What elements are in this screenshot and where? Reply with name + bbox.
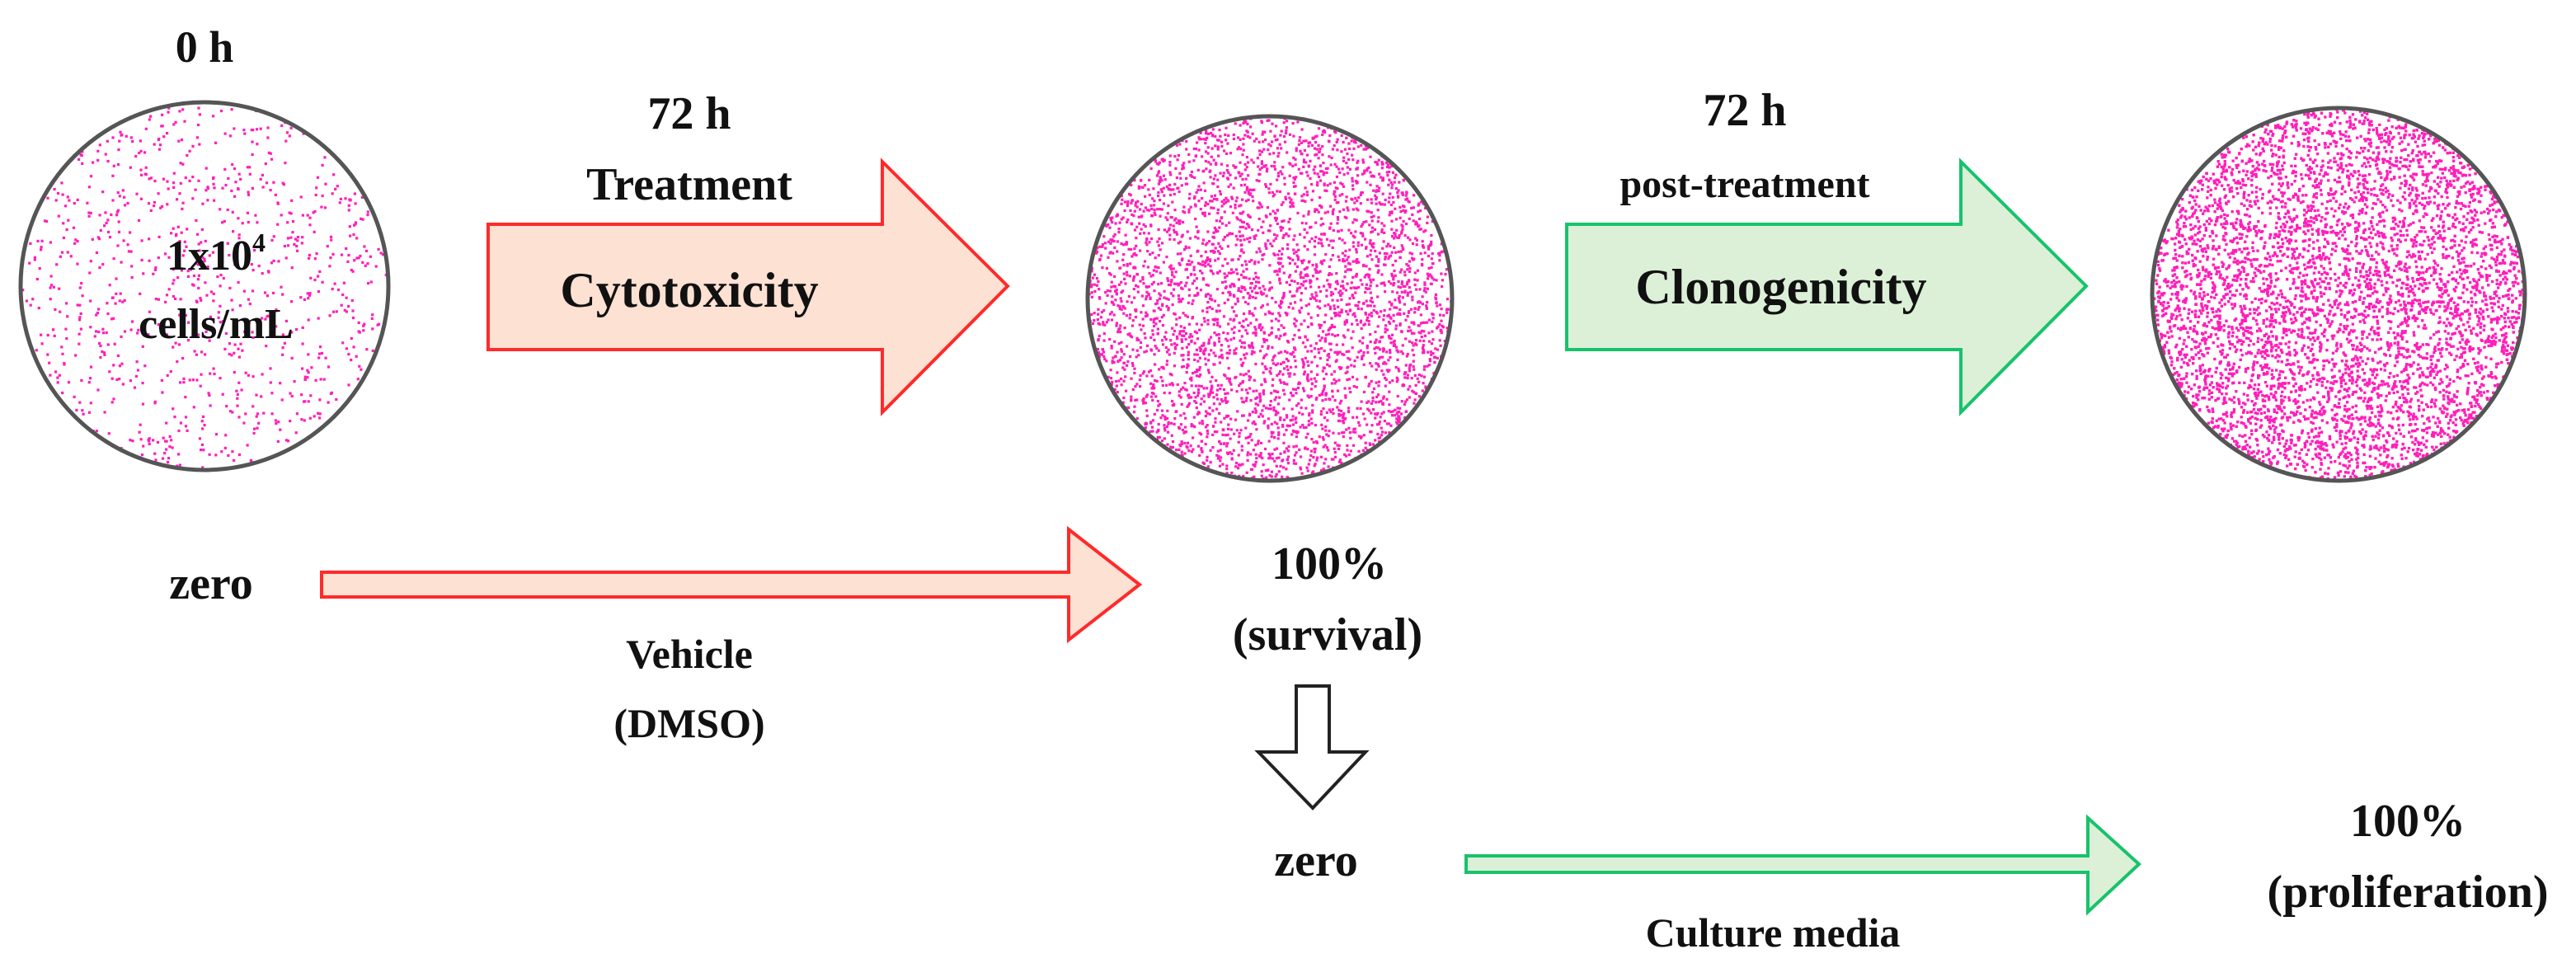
- dish-outline: [18, 100, 391, 472]
- seeding-unit-label: cells/mL: [139, 301, 294, 348]
- start-time-label: 0 h: [175, 22, 234, 72]
- cytotoxicity-label: Cytotoxicity: [560, 263, 819, 317]
- cell-dots-medium: [1088, 117, 1452, 481]
- survival-label: (survival): [1232, 609, 1423, 660]
- cytotoxicity-arrow: [487, 157, 1010, 416]
- dish-after-treatment: [1085, 114, 1455, 483]
- cell-dots-dense: [2153, 108, 2525, 481]
- post-treatment-label: post-treatment: [1619, 162, 1870, 206]
- dish-outline: [1085, 114, 1455, 483]
- seeding-density-label: 1x104: [167, 229, 266, 278]
- vehicle-dmso-label: (DMSO): [613, 700, 765, 746]
- treatment-label: Treatment: [586, 159, 792, 210]
- clonogenicity-label: Clonogenicity: [1635, 260, 1927, 314]
- post-treatment-time-label: 72 h: [1703, 85, 1787, 136]
- dish-after-recovery: [2150, 106, 2527, 483]
- seeding-density-value: 1x10: [167, 233, 252, 280]
- vehicle-arrow: [320, 525, 1143, 644]
- proliferation-percent: 100%: [2350, 796, 2466, 847]
- vehicle-start-label: zero: [169, 558, 253, 609]
- clonogenicity-arrow: [1565, 157, 2089, 416]
- dish-outline: [2150, 106, 2527, 483]
- vehicle-label: Vehicle: [626, 631, 753, 677]
- culture-media-label: Culture media: [1645, 909, 1901, 956]
- dish-seeding: [18, 100, 391, 472]
- treatment-time-label: 72 h: [647, 88, 731, 139]
- seeding-density-exponent: 4: [252, 228, 266, 257]
- down-arrow: [1254, 684, 1370, 811]
- proliferation-label: (proliferation): [2267, 867, 2549, 918]
- media-start-label: zero: [1274, 835, 1358, 886]
- survival-percent: 100%: [1272, 538, 1387, 590]
- culture-media-arrow: [1464, 814, 2141, 916]
- cell-dots-sparse: [21, 106, 388, 470]
